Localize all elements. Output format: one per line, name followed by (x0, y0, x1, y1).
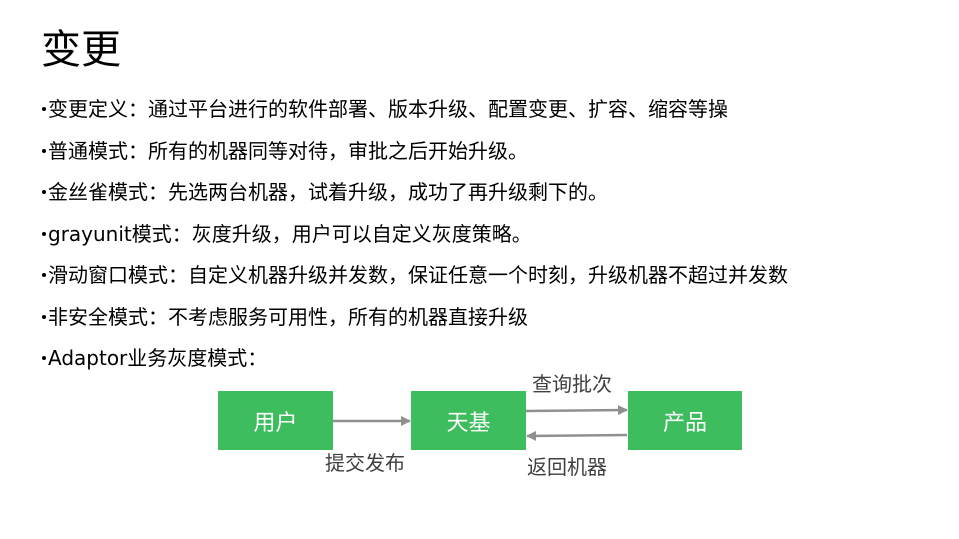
bullet-unsafe-mode: 非安全模式：不考虑服务可用性，所有的机器直接升级 (42, 297, 788, 339)
bullet-text: 灰度升级，用户可以自定义灰度策略。 (191, 221, 532, 246)
bullet-text: 不考虑服务可用性，所有的机器直接升级 (168, 304, 528, 329)
node-user: 用户 (218, 391, 333, 450)
bullet-sliding-window-mode: 滑动窗口模式：自定义机器升级并发数，保证任意一个时刻，升级机器不超过并发数 (42, 255, 788, 297)
bullet-text: 通过平台进行的软件部署、版本升级、配置变更、扩容、缩容等操 (148, 97, 728, 121)
bullet-label: grayunit模式： (48, 221, 192, 246)
bullet-grayunit-mode: grayunit模式：灰度升级，用户可以自定义灰度策略。 (42, 214, 788, 256)
bullet-text: 所有的机器同等对待，审批之后开始升级。 (148, 138, 528, 163)
node-tianji: 天基 (411, 391, 526, 450)
bullet-adaptor-gray-mode: Adaptor业务灰度模式： (42, 338, 788, 380)
arrow-tianji-to-product (525, 405, 628, 416)
bullet-label: 普通模式： (48, 138, 148, 163)
bullet-dot-icon (42, 314, 46, 319)
node-product-label: 产品 (662, 410, 707, 436)
bullet-text: 先选两台机器，试着升级，成功了再升级剩下的。 (168, 180, 608, 204)
slide-title: 变更 (41, 27, 121, 73)
bullet-dot-icon (42, 107, 46, 111)
bullet-label: Adaptor业务灰度模式： (48, 346, 268, 370)
bullet-dot-icon (42, 356, 46, 360)
bullet-dot-icon (42, 231, 46, 236)
bullet-label: 滑动窗口模式： (48, 263, 188, 287)
bullet-dot-icon (42, 148, 46, 153)
node-tianji-label: 天基 (446, 410, 491, 436)
bullet-list: 变更定义：通过平台进行的软件部署、版本升级、配置变更、扩容、缩容等操 普通模式：… (42, 89, 788, 380)
bullet-canary-mode: 金丝雀模式：先选两台机器，试着升级，成功了再升级剩下的。 (42, 172, 788, 214)
bullet-dot-icon (42, 190, 46, 194)
bullet-change-definition: 变更定义：通过平台进行的软件部署、版本升级、配置变更、扩容、缩容等操 (42, 89, 788, 131)
bullet-text: 自定义机器升级并发数，保证任意一个时刻，升级机器不超过并发数 (188, 263, 788, 287)
bullet-label: 金丝雀模式： (48, 180, 168, 204)
node-product: 产品 (628, 391, 742, 450)
bullet-label: 变更定义： (48, 97, 148, 121)
edge-label-query-batch: 查询批次 (532, 372, 612, 396)
bullet-label: 非安全模式： (48, 304, 168, 329)
node-user-label: 用户 (253, 410, 298, 436)
bullet-dot-icon (42, 273, 46, 277)
edge-label-return-machines: 返回机器 (527, 455, 607, 479)
edge-label-submit-release: 提交发布 (325, 451, 405, 475)
bullet-normal-mode: 普通模式：所有的机器同等对待，审批之后开始升级。 (42, 131, 788, 173)
arrow-product-to-tianji (526, 430, 628, 441)
